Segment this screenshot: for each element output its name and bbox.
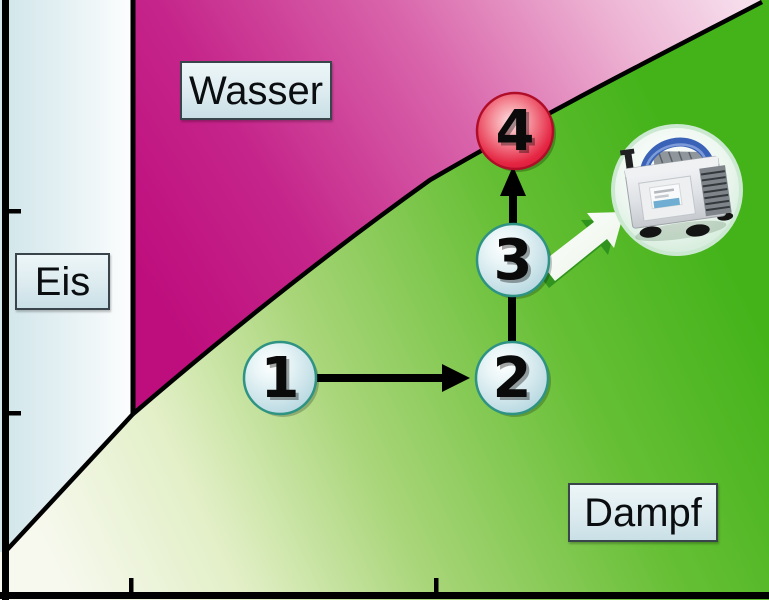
- pump-handle-highlight: [644, 143, 707, 175]
- point-3-digit: 3: [494, 228, 533, 293]
- pressure-axis-tick-2: [9, 411, 21, 416]
- point-1: 1 1: [242, 340, 319, 417]
- pump-mesh-lines: [657, 150, 696, 171]
- point-2: 2 2: [474, 340, 551, 417]
- point-4-circle: [475, 91, 555, 171]
- arrow-to-pump-icon: [535, 212, 624, 288]
- region-label-ice-text: Eis: [34, 259, 91, 304]
- arrow-1-to-2: [312, 364, 470, 392]
- point-4: 4 4: [475, 91, 556, 172]
- arrow-to-pump-body: [541, 212, 624, 281]
- temperature-axis-tick-1: [129, 578, 134, 592]
- point-1-digit: 1: [261, 346, 300, 411]
- region-label-vapor: Dampf: [568, 483, 718, 542]
- point-3-digit-shadow: 3: [497, 231, 536, 296]
- pump-intake-knob: [624, 151, 635, 173]
- pump-housing-top: [624, 156, 719, 178]
- pump-label-line-2: [654, 194, 669, 199]
- pressure-axis-tick-1: [9, 209, 21, 214]
- region-label-water: Wasser: [180, 61, 332, 120]
- pump-body-group: [619, 137, 734, 242]
- arrow-3-4-head: [500, 166, 526, 196]
- point-2-circle: [474, 340, 550, 416]
- point-2-digit-shadow: 2: [496, 349, 535, 414]
- pump-label-blue-strip: [653, 197, 681, 209]
- point-1-circle: [242, 340, 318, 416]
- arrow-1-2-shaft: [312, 374, 444, 382]
- point-1-digit-shadow: 1: [264, 349, 303, 414]
- vacuum-pump-icon: [611, 124, 743, 256]
- temperature-axis: [0, 592, 769, 599]
- process-points: 1 1 2 2 3 3 4 4: [242, 91, 556, 417]
- region-label-ice: Eis: [15, 253, 110, 310]
- pump-intake-cap: [619, 148, 635, 156]
- pump-label-line-1: [653, 188, 675, 194]
- connector-2-to-3: [508, 262, 516, 376]
- point-4-digit-shadow: 4: [499, 102, 538, 167]
- pump-foot-left: [639, 226, 662, 238]
- pressure-axis: [2, 0, 9, 600]
- point-2-digit: 2: [493, 346, 532, 411]
- point-4-digit: 4: [496, 99, 535, 164]
- region-label-vapor-text: Dampf: [584, 490, 702, 535]
- vaporization-curve: [131, 0, 764, 416]
- phase-boundaries: [3, 0, 764, 554]
- sublimation-line: [3, 412, 135, 554]
- arrow-1-2-head: [442, 364, 470, 392]
- point-3: 3 3: [475, 222, 552, 299]
- pump-fin-lines: [700, 170, 730, 212]
- point-3-circle: [475, 222, 551, 298]
- pump-foot-center: [685, 224, 710, 237]
- temperature-axis-tick-2: [434, 578, 439, 592]
- region-label-water-text: Wasser: [188, 68, 324, 113]
